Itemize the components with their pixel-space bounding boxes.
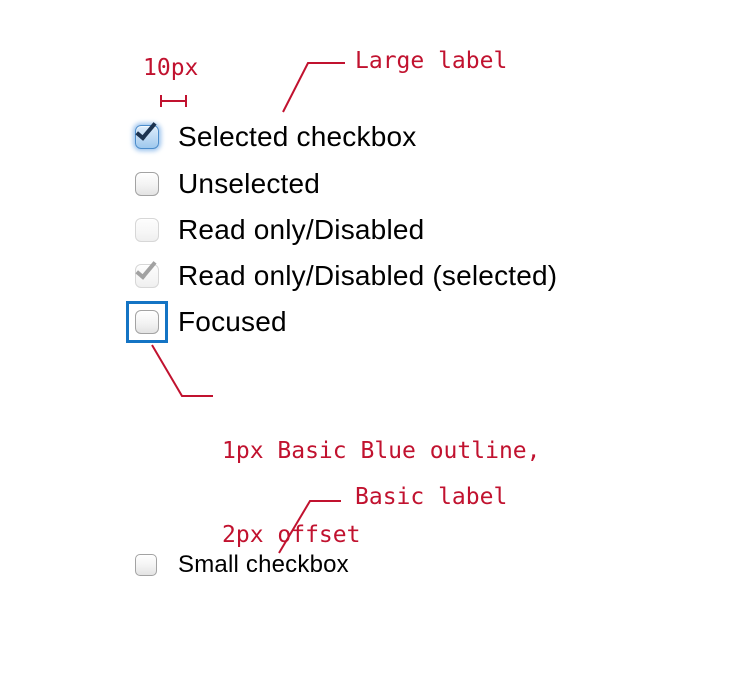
checkmark-icon bbox=[135, 257, 157, 280]
basic-label-callout: Basic label bbox=[355, 484, 508, 510]
focus-outline bbox=[126, 301, 168, 343]
checkbox-row-disabled: Read only/Disabled bbox=[135, 207, 424, 253]
focus-callout-line1: 1px Basic Blue outline, bbox=[222, 438, 541, 464]
large-label-leader-line bbox=[282, 62, 345, 113]
checkbox-row-small: Small checkbox bbox=[135, 542, 349, 588]
checkbox-disabled bbox=[135, 218, 159, 242]
checkbox-row-focused: Focused bbox=[126, 299, 287, 345]
gap-measurement-label: 10px bbox=[143, 55, 199, 81]
large-label-callout: Large label bbox=[355, 48, 508, 74]
checkbox-disabled-selected bbox=[135, 257, 159, 288]
focus-callout-leader-line bbox=[151, 344, 213, 397]
gap-measurement-bracket bbox=[160, 95, 187, 107]
checkbox-label: Small checkbox bbox=[178, 551, 349, 578]
checkbox-label: Focused bbox=[178, 306, 287, 337]
checkbox-row-disabled-selected: Read only/Disabled (selected) bbox=[135, 253, 557, 299]
checkbox-label: Read only/Disabled bbox=[178, 214, 425, 245]
checkbox-selected[interactable] bbox=[135, 118, 159, 149]
checkbox-label: Read only/Disabled (selected) bbox=[178, 260, 558, 291]
checkbox-row-unselected: Unselected bbox=[135, 161, 320, 207]
checkbox-focused[interactable] bbox=[135, 310, 159, 334]
checkbox-row-selected: Selected checkbox bbox=[135, 114, 416, 160]
checkbox-small[interactable] bbox=[135, 554, 157, 576]
checkbox-unselected[interactable] bbox=[135, 172, 159, 196]
focus-callout: 1px Basic Blue outline, 2px offset bbox=[222, 381, 541, 605]
checkbox-label: Unselected bbox=[178, 168, 321, 199]
focus-callout-line2: 2px offset bbox=[222, 522, 361, 548]
checkbox-label: Selected checkbox bbox=[178, 121, 417, 152]
checkmark-icon bbox=[135, 118, 157, 141]
